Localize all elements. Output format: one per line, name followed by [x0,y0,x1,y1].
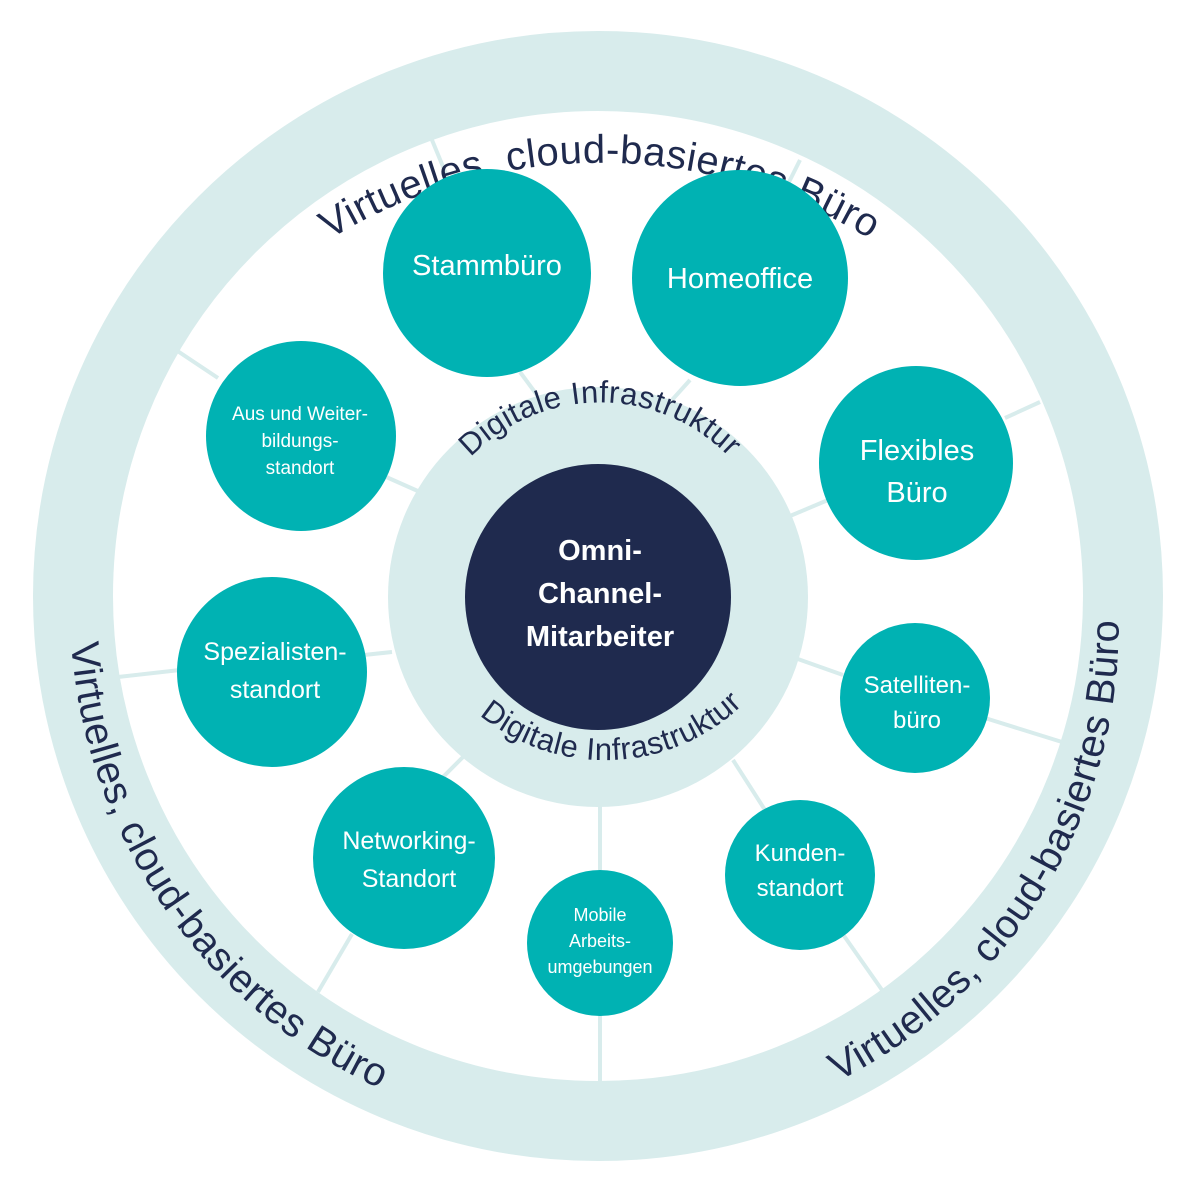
node-label-line: Kunden- [755,840,846,867]
node-flexibles-buero: Flexibles Büro [819,366,1013,560]
node-circle [632,170,848,386]
spoke-line [383,474,421,494]
node-label-line: Homeoffice [667,263,813,295]
node-circle [206,341,396,531]
node-label-line: büro [893,707,941,734]
node-label-line: Standort [362,865,457,893]
spoke-line [840,931,884,992]
node-circle [177,577,367,767]
spoke-line [117,668,181,679]
spoke-line [174,348,220,380]
spoke-line [670,378,692,402]
spoke-line [518,370,539,397]
spoke-line [316,932,354,994]
node-circle [840,623,990,773]
node-stammbuero: Stammbüro [383,169,591,377]
spoke-line [438,753,467,782]
outer-ring [33,31,1163,1161]
core-label-line: Omni- [558,535,642,567]
node-label-line: standort [757,875,844,902]
spoke-line [731,758,767,812]
node-kundenstandort: Kunden- standort [725,800,875,950]
node-label-line: Büro [886,477,947,509]
node-label-line: Arbeits- [569,931,631,951]
core-label-line: Channel- [538,578,662,610]
core-label-line: Mitarbeiter [526,621,674,653]
spoke-line [789,498,829,518]
node-homeoffice: Homeoffice [632,170,848,386]
spoke-line [1004,400,1041,420]
node-label-line: Networking- [342,827,475,855]
spoke-line [984,716,1063,744]
node-aus-und-weiterbildungsstandort: Aus und Weiter- bildungs- standort [206,341,396,531]
node-circle [527,870,673,1016]
node-circle [725,800,875,950]
node-label-line: Mobile [573,905,626,925]
node-label-line: standort [230,676,320,704]
node-satellitenbuero: Satelliten- büro [840,623,990,773]
node-circle [313,767,495,949]
node-label-line: Satelliten- [864,672,971,699]
node-label-line: Stammbüro [412,250,562,282]
node-label-line: bildungs- [261,431,338,452]
node-label-line: Spezialisten- [203,638,346,666]
node-circle [819,366,1013,560]
node-mobile-arbeitsumgebungen: Mobile Arbeits- umgebungen [527,870,673,1016]
node-circle [383,169,591,377]
spoke-line [794,656,844,677]
core-circle [465,464,731,730]
node-label-line: Aus und Weiter- [232,404,368,425]
spoke-line [363,650,393,657]
node-label-line: Flexibles [860,435,974,467]
node-label-line: standort [266,458,335,479]
node-label-line: umgebungen [547,957,652,977]
node-networking-standort: Networking- Standort [313,767,495,949]
core-label: Omni- Channel- Mitarbeiter [526,535,674,653]
node-spezialistenstandort: Spezialisten- standort [177,577,367,767]
